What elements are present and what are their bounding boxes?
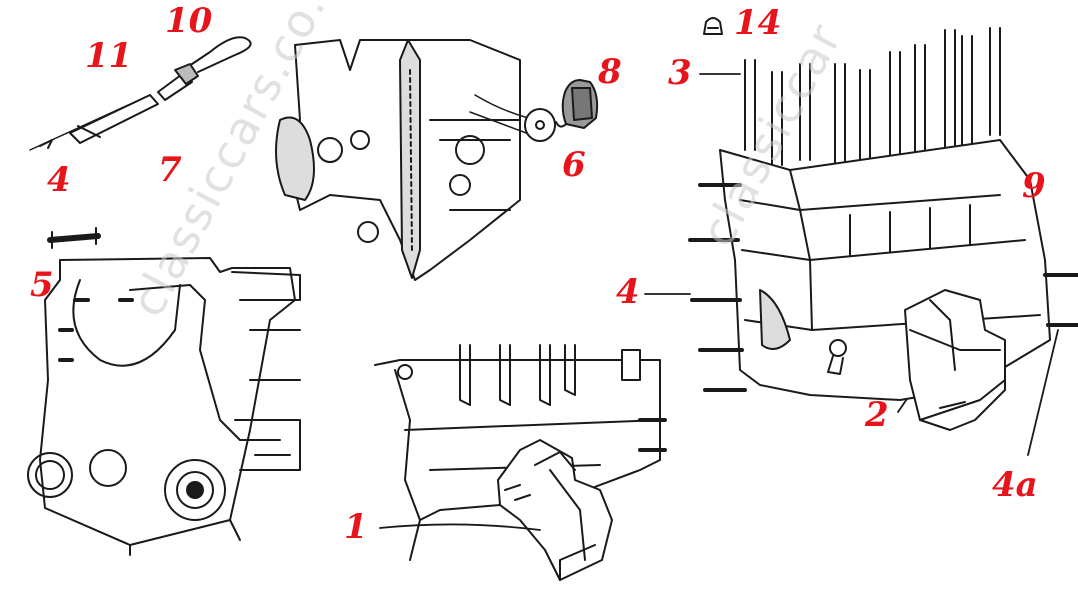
label-6: 6 — [562, 145, 586, 185]
label-4-left: 4 — [47, 160, 71, 200]
label-14: 14 — [734, 3, 782, 43]
label-3: 3 — [668, 53, 692, 93]
label-4-right: 4 — [616, 272, 640, 312]
label-2: 2 — [865, 395, 889, 435]
dipstick-assembly — [29, 36, 252, 151]
label-4a: 4a — [992, 465, 1038, 505]
label-9: 9 — [1022, 166, 1046, 206]
label-7: 7 — [158, 150, 182, 190]
lower-block-mount — [374, 344, 667, 581]
label-11: 11 — [85, 36, 133, 76]
label-8: 8 — [598, 52, 622, 92]
timing-cover — [27, 227, 301, 556]
label-1: 1 — [344, 507, 368, 547]
cam-chain-detail — [275, 39, 599, 281]
label-10: 10 — [165, 1, 213, 41]
label-5: 5 — [30, 265, 54, 305]
cylinder-block — [644, 17, 1078, 456]
